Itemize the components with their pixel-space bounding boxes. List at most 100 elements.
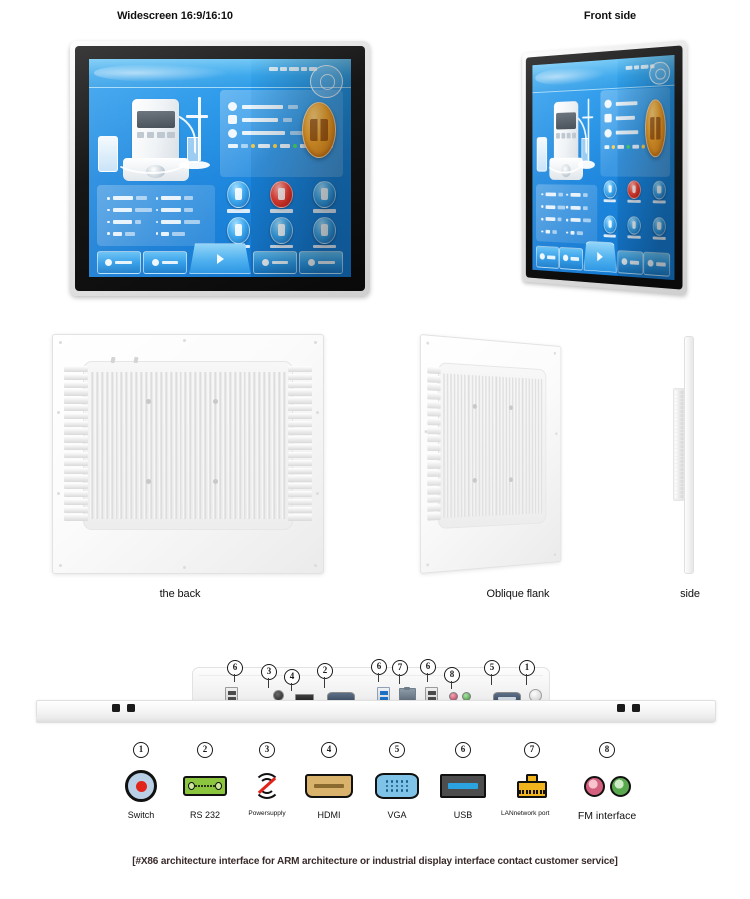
callout-7-lan: 7 [392,660,408,676]
legend-label: USB [453,810,473,820]
legend-label: Switch [127,810,155,820]
hmi-header-title [268,66,317,71]
power-supply-icon [224,768,310,804]
start-play-button[interactable] [189,243,251,274]
front-side-title: Front side [583,10,637,22]
footer-disclaimer: [#X86 architecture interface for ARM arc… [132,856,618,867]
mounting-hole [632,704,640,712]
header-wave-decor [94,64,231,82]
toolbar-button[interactable] [559,247,583,271]
toolbar-button[interactable] [252,251,297,274]
hmi-function-button-grid [219,181,345,251]
fm-interface-icon [564,768,650,804]
usb2-dual-port-b [425,687,438,704]
legend-item-lan: 7 LANnetwork port [489,742,575,817]
leader-line [451,681,452,689]
lan-port-icon [489,768,575,804]
callout-4-hdmi: 4 [284,669,300,685]
heatsink-assembly [82,356,294,531]
legend-number: 4 [321,742,337,758]
hmi-function-button-grid [599,180,670,252]
legend-label: RS 232 [189,810,221,820]
instrument-illustration [536,93,597,183]
leader-line [268,678,269,688]
hmi-interface [532,54,675,281]
callout-8-audio: 8 [444,667,460,683]
function-button[interactable] [599,180,620,214]
side-panel-profile [684,336,694,574]
legend-label: Powersupply [248,810,286,817]
legend-number: 3 [259,742,275,758]
monitor-screen [89,59,351,277]
right-vent-fins [287,365,313,521]
io-panel-view: 6 3 4 2 6 7 6 8 5 1 [0,655,750,740]
toolbar-button[interactable] [617,250,643,275]
usb-icon [420,768,506,804]
toolbar-button[interactable] [143,251,188,274]
widescreen-monitor-view [70,41,370,296]
legend-number: 1 [133,742,149,758]
function-button[interactable] [305,181,345,215]
hmi-parameter-panel [536,183,598,245]
leader-line [324,677,325,688]
callout-1-switch: 1 [519,660,535,676]
legend-number: 8 [599,742,615,758]
leader-line [291,683,292,691]
mounting-hole [127,704,135,712]
side-view-image [672,336,698,574]
hdmi-icon [286,768,372,804]
gear-icon[interactable] [309,64,344,99]
callout-5-vga: 5 [484,660,500,676]
toolbar-button[interactable] [643,251,670,277]
callout-6-usb3: 6 [371,659,387,675]
leader-line [526,674,527,685]
toolbar-button[interactable] [299,251,344,274]
legend-number: 5 [389,742,405,758]
chassis-plate [420,334,562,574]
widescreen-title: Widescreen 16:9/16:10 [117,10,233,22]
reset-zero-button[interactable] [645,99,666,158]
start-play-button[interactable] [583,241,617,273]
mounting-hole [112,704,120,712]
function-button[interactable] [648,180,671,216]
rs232-icon [162,768,248,804]
legend-label: HDMI [317,810,341,820]
hmi-parameter-panel [96,185,215,247]
function-button[interactable] [305,216,345,251]
connector-legend: 1 Switch 2 RS 232 3 Powersupply 4 HDMI 5 [0,742,750,842]
legend-item-hdmi: 4 HDMI [286,742,372,820]
toolbar-button[interactable] [536,245,559,269]
oblique-flank-view-image [420,334,562,574]
heatsink-fins [89,372,286,520]
reset-zero-button[interactable] [301,101,336,158]
gear-icon[interactable] [649,61,670,86]
leader-line [427,673,428,682]
toolbar-button[interactable] [96,251,141,274]
legend-number: 6 [455,742,471,758]
function-button[interactable] [219,181,259,215]
left-vent-fins [63,365,89,521]
alarm-button[interactable] [262,181,302,215]
side-heatsink-fins [673,387,685,502]
legend-item-fm: 8 FM interface [564,742,650,822]
left-vent-fins [427,366,441,521]
hmi-header-bar [89,59,351,99]
legend-number: 7 [524,742,540,758]
monitor-screen [532,54,675,281]
legend-label: LANnetwork port [501,810,550,817]
legend-item-usb: 6 USB [420,742,506,820]
legend-label: VGA [387,810,407,820]
function-button[interactable] [262,216,302,251]
switch-icon [98,768,184,804]
callout-6-usb2b: 6 [420,659,436,675]
legend-item-switch: 1 Switch [98,742,184,820]
side-view-caption: side [680,588,700,600]
flange-lip [36,717,714,723]
back-view-caption: the back [159,588,201,600]
legend-item-rs232: 2 RS 232 [162,742,248,820]
alarm-button[interactable] [623,180,645,216]
hmi-toolbar [89,243,351,274]
leader-line [491,674,492,685]
mounting-hole [617,704,625,712]
